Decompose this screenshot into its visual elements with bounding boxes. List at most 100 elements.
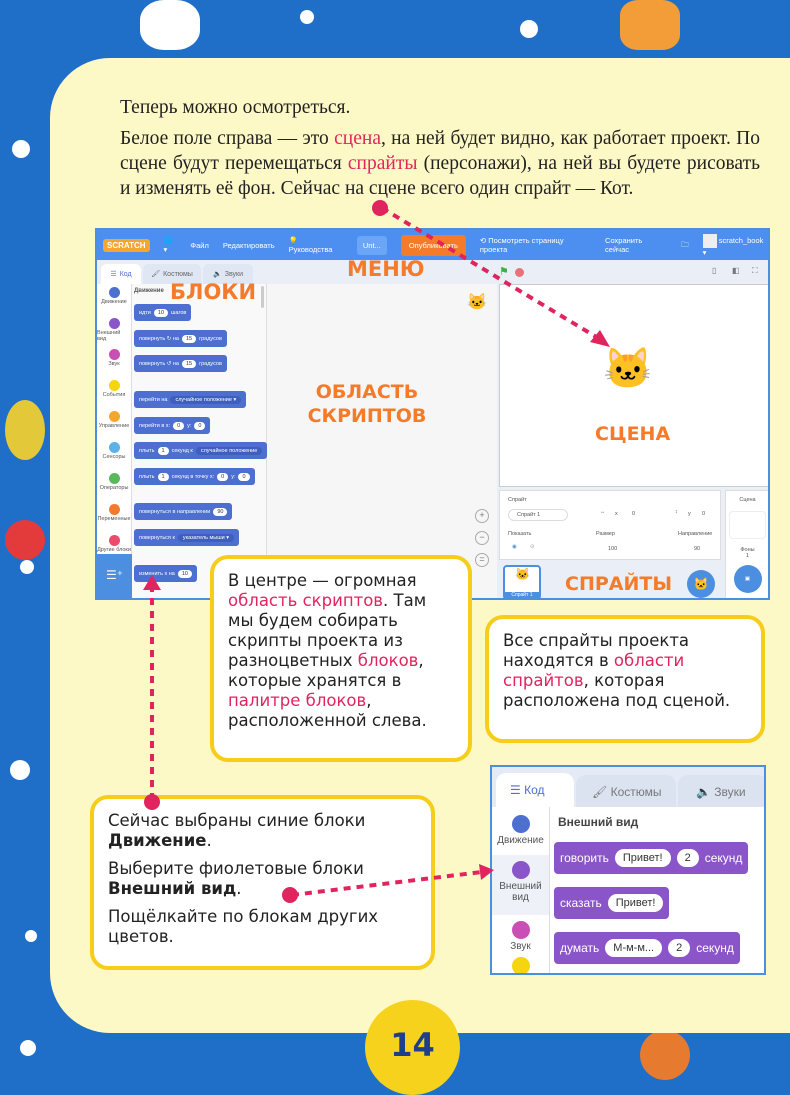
zoom-in-icon[interactable]: + — [475, 509, 489, 523]
category-item[interactable]: Переменные — [97, 504, 131, 532]
tab-sounds[interactable]: 🔈Звуки — [203, 264, 253, 284]
direction-input[interactable]: 90 — [694, 546, 701, 552]
menu-file[interactable]: Файл — [190, 240, 209, 250]
secs-input[interactable]: 1 — [157, 472, 169, 481]
term-block-palette: палитре блоков — [228, 691, 367, 710]
see-project-page-link[interactable]: ⟲ Посмотреть страницу проекта — [480, 236, 591, 254]
choose-sprite-button[interactable]: 🐱 — [687, 570, 715, 598]
size-input[interactable]: 100 — [608, 546, 618, 552]
user-menu[interactable]: scratch_book ▾ — [702, 233, 764, 257]
y-input[interactable]: 0 — [238, 472, 250, 481]
choose-backdrop-button[interactable]: ▣ — [733, 565, 762, 593]
text: , которые хранятся в — [228, 651, 424, 690]
scripts-area[interactable]: 🐱 + − = — [267, 284, 497, 598]
looks-category-screenshot: ☰ Код 🖌 Костюмы 🔈 Звуки Движение Внешний… — [490, 765, 766, 975]
tab-costumes[interactable]: 🖌Костюмы — [143, 264, 201, 284]
category-item[interactable]: Движение — [97, 287, 131, 315]
message-input[interactable]: Привет! — [607, 894, 664, 912]
degrees-input[interactable]: 15 — [181, 359, 197, 368]
stop-icon[interactable] — [515, 268, 524, 277]
category-sound[interactable]: Звук — [492, 915, 549, 957]
small-stage-icon[interactable]: ▯ — [712, 266, 717, 275]
category-item[interactable]: Звук — [97, 349, 131, 377]
cat-icon: 🐱 — [515, 567, 530, 581]
tab-sounds[interactable]: 🔈 Звуки — [678, 775, 764, 807]
category-item[interactable]: Операторы — [97, 473, 131, 501]
secs-input[interactable]: 1 — [157, 446, 169, 455]
eye-hidden-icon[interactable]: ⊘ — [530, 544, 535, 550]
x-input[interactable]: 0 — [173, 421, 185, 430]
degrees-input[interactable]: 15 — [181, 334, 197, 343]
y-input[interactable]: 0 — [194, 421, 206, 430]
zoom-out-icon[interactable]: − — [475, 531, 489, 545]
term-sprites: спрайты — [347, 153, 418, 174]
steps-input[interactable]: 10 — [153, 308, 168, 317]
palette-scrollbar[interactable] — [261, 286, 264, 308]
y-input[interactable]: 0 — [702, 511, 706, 517]
category-label: Звук — [108, 361, 120, 367]
t: повернуться в направлении — [139, 508, 211, 515]
target-dropdown[interactable]: случайное положение ▾ — [170, 395, 242, 404]
stage-thumbnail[interactable] — [729, 511, 766, 539]
eye-icon[interactable]: ◉ — [512, 544, 517, 550]
dx-input[interactable]: 10 — [177, 569, 192, 578]
category-item[interactable]: Сенсоры — [97, 442, 131, 470]
menu-edit[interactable]: Редактировать — [222, 240, 275, 250]
secs-input[interactable]: 2 — [676, 849, 699, 867]
cat-sprite[interactable]: 🐱 — [603, 347, 653, 391]
x-input[interactable]: 0 — [217, 472, 229, 481]
text: В центре — огромная — [228, 571, 417, 590]
target-dropdown[interactable]: указатель мыши ▾ — [177, 533, 235, 542]
stage[interactable]: 🐱 — [499, 284, 768, 487]
category-motion[interactable]: Движение — [492, 807, 549, 855]
sprite-thumbnail[interactable]: 🐱 Спрайт 1 — [503, 565, 541, 598]
category-looks[interactable]: Внешний вид — [492, 855, 549, 915]
category-label: Переменные — [97, 516, 131, 522]
scratch-logo[interactable]: SCRATCH — [103, 238, 150, 252]
tab-code[interactable]: ☰ Код — [496, 773, 574, 807]
add-extension-button[interactable]: ☰⁺ — [97, 554, 132, 598]
category-item[interactable]: Другие блоки — [97, 535, 131, 563]
stage-panel[interactable]: Сцена Фоны 1 ▣ — [725, 490, 768, 598]
tab-costumes[interactable]: 🖌 Костюмы — [576, 775, 676, 807]
category-item[interactable]: Управление — [97, 411, 131, 439]
menu-tutorials[interactable]: 💡 Руководства — [289, 236, 343, 254]
category-item[interactable]: События — [97, 380, 131, 408]
project-title-input[interactable]: Unt... — [356, 235, 387, 255]
t: плыть — [139, 447, 155, 454]
message-input[interactable]: Привет! — [614, 849, 671, 867]
message-input[interactable]: М-м-м... — [605, 939, 663, 957]
tab-code[interactable]: ☰Код — [101, 264, 141, 284]
events-dot-icon[interactable] — [511, 957, 530, 973]
label-scripts-area: ОБЛАСТЬ СКРИПТОВ — [307, 381, 427, 427]
secs-input[interactable]: 2 — [668, 939, 691, 957]
direction-input[interactable]: 90 — [213, 507, 228, 516]
large-stage-icon[interactable]: ◧ — [732, 266, 740, 275]
fullscreen-icon[interactable]: ⛶ — [752, 266, 758, 275]
x-input[interactable]: 0 — [632, 511, 636, 517]
label-sprites: СПРАЙТЫ — [565, 573, 673, 595]
target-dropdown[interactable]: случайное положение — [195, 446, 263, 455]
sprite-name-input[interactable]: Спрайт 1 — [508, 509, 568, 521]
category-item[interactable]: Внешний вид — [97, 318, 131, 346]
globe-icon[interactable]: 🌐▾ — [163, 236, 173, 254]
folder-icon[interactable]: 🗀 — [681, 239, 689, 249]
zoom-reset-icon[interactable]: = — [475, 553, 489, 567]
label: Посмотреть страницу проекта — [479, 236, 564, 254]
green-flag-icon[interactable]: ⚑ — [499, 266, 509, 278]
sprite-info-panel: Спрайт Спрайт 1 ↔ x 0 ↕ y 0 Показать ◉ ⊘… — [499, 490, 721, 560]
save-now-link[interactable]: Сохранить сейчас — [605, 236, 643, 254]
